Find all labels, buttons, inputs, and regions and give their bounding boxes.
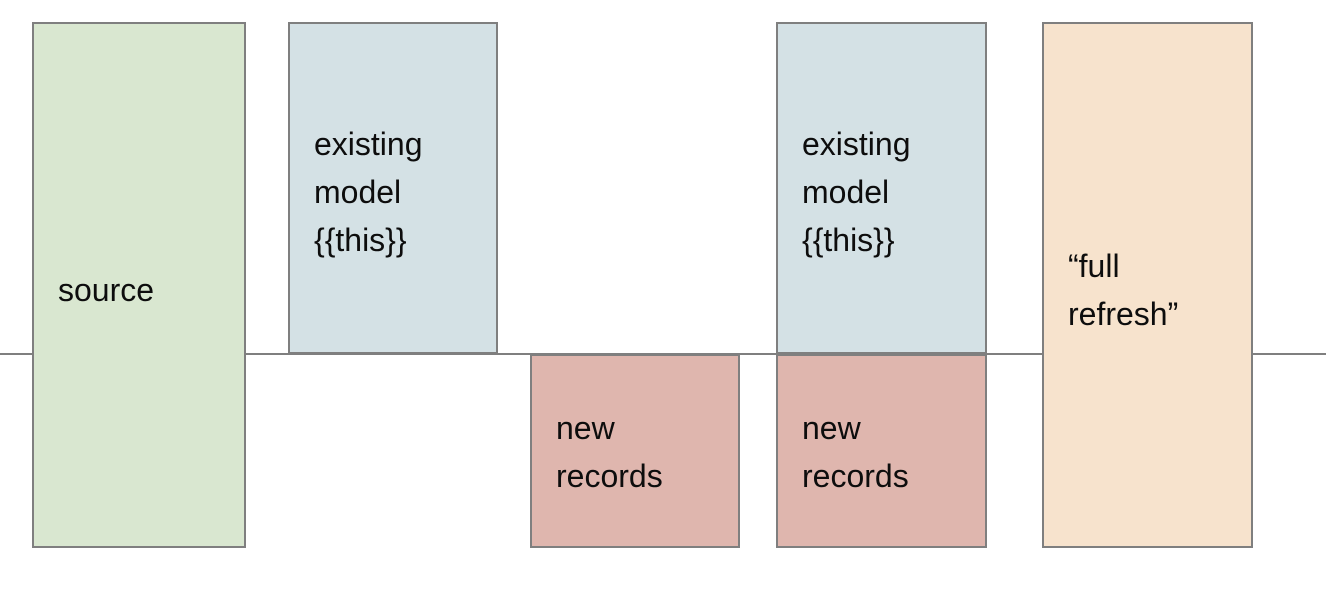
node-source[interactable]: source <box>32 22 246 548</box>
node-new-records-1[interactable]: new records <box>530 354 740 548</box>
node-source-label: source <box>58 272 155 308</box>
node-full-refresh-label: “full refresh” <box>1068 248 1179 332</box>
node-new-records-2-label: new records <box>802 410 909 494</box>
node-new-records-2[interactable]: new records <box>776 354 987 548</box>
node-existing-model-1[interactable]: existing model {{this}} <box>288 22 498 354</box>
node-existing-model-1-label: existing model {{this}} <box>314 126 423 258</box>
node-new-records-1-label: new records <box>556 410 663 494</box>
node-existing-model-2[interactable]: existing model {{this}} <box>776 22 987 354</box>
node-full-refresh[interactable]: “full refresh” <box>1042 22 1253 548</box>
node-existing-model-2-label: existing model {{this}} <box>802 126 911 258</box>
